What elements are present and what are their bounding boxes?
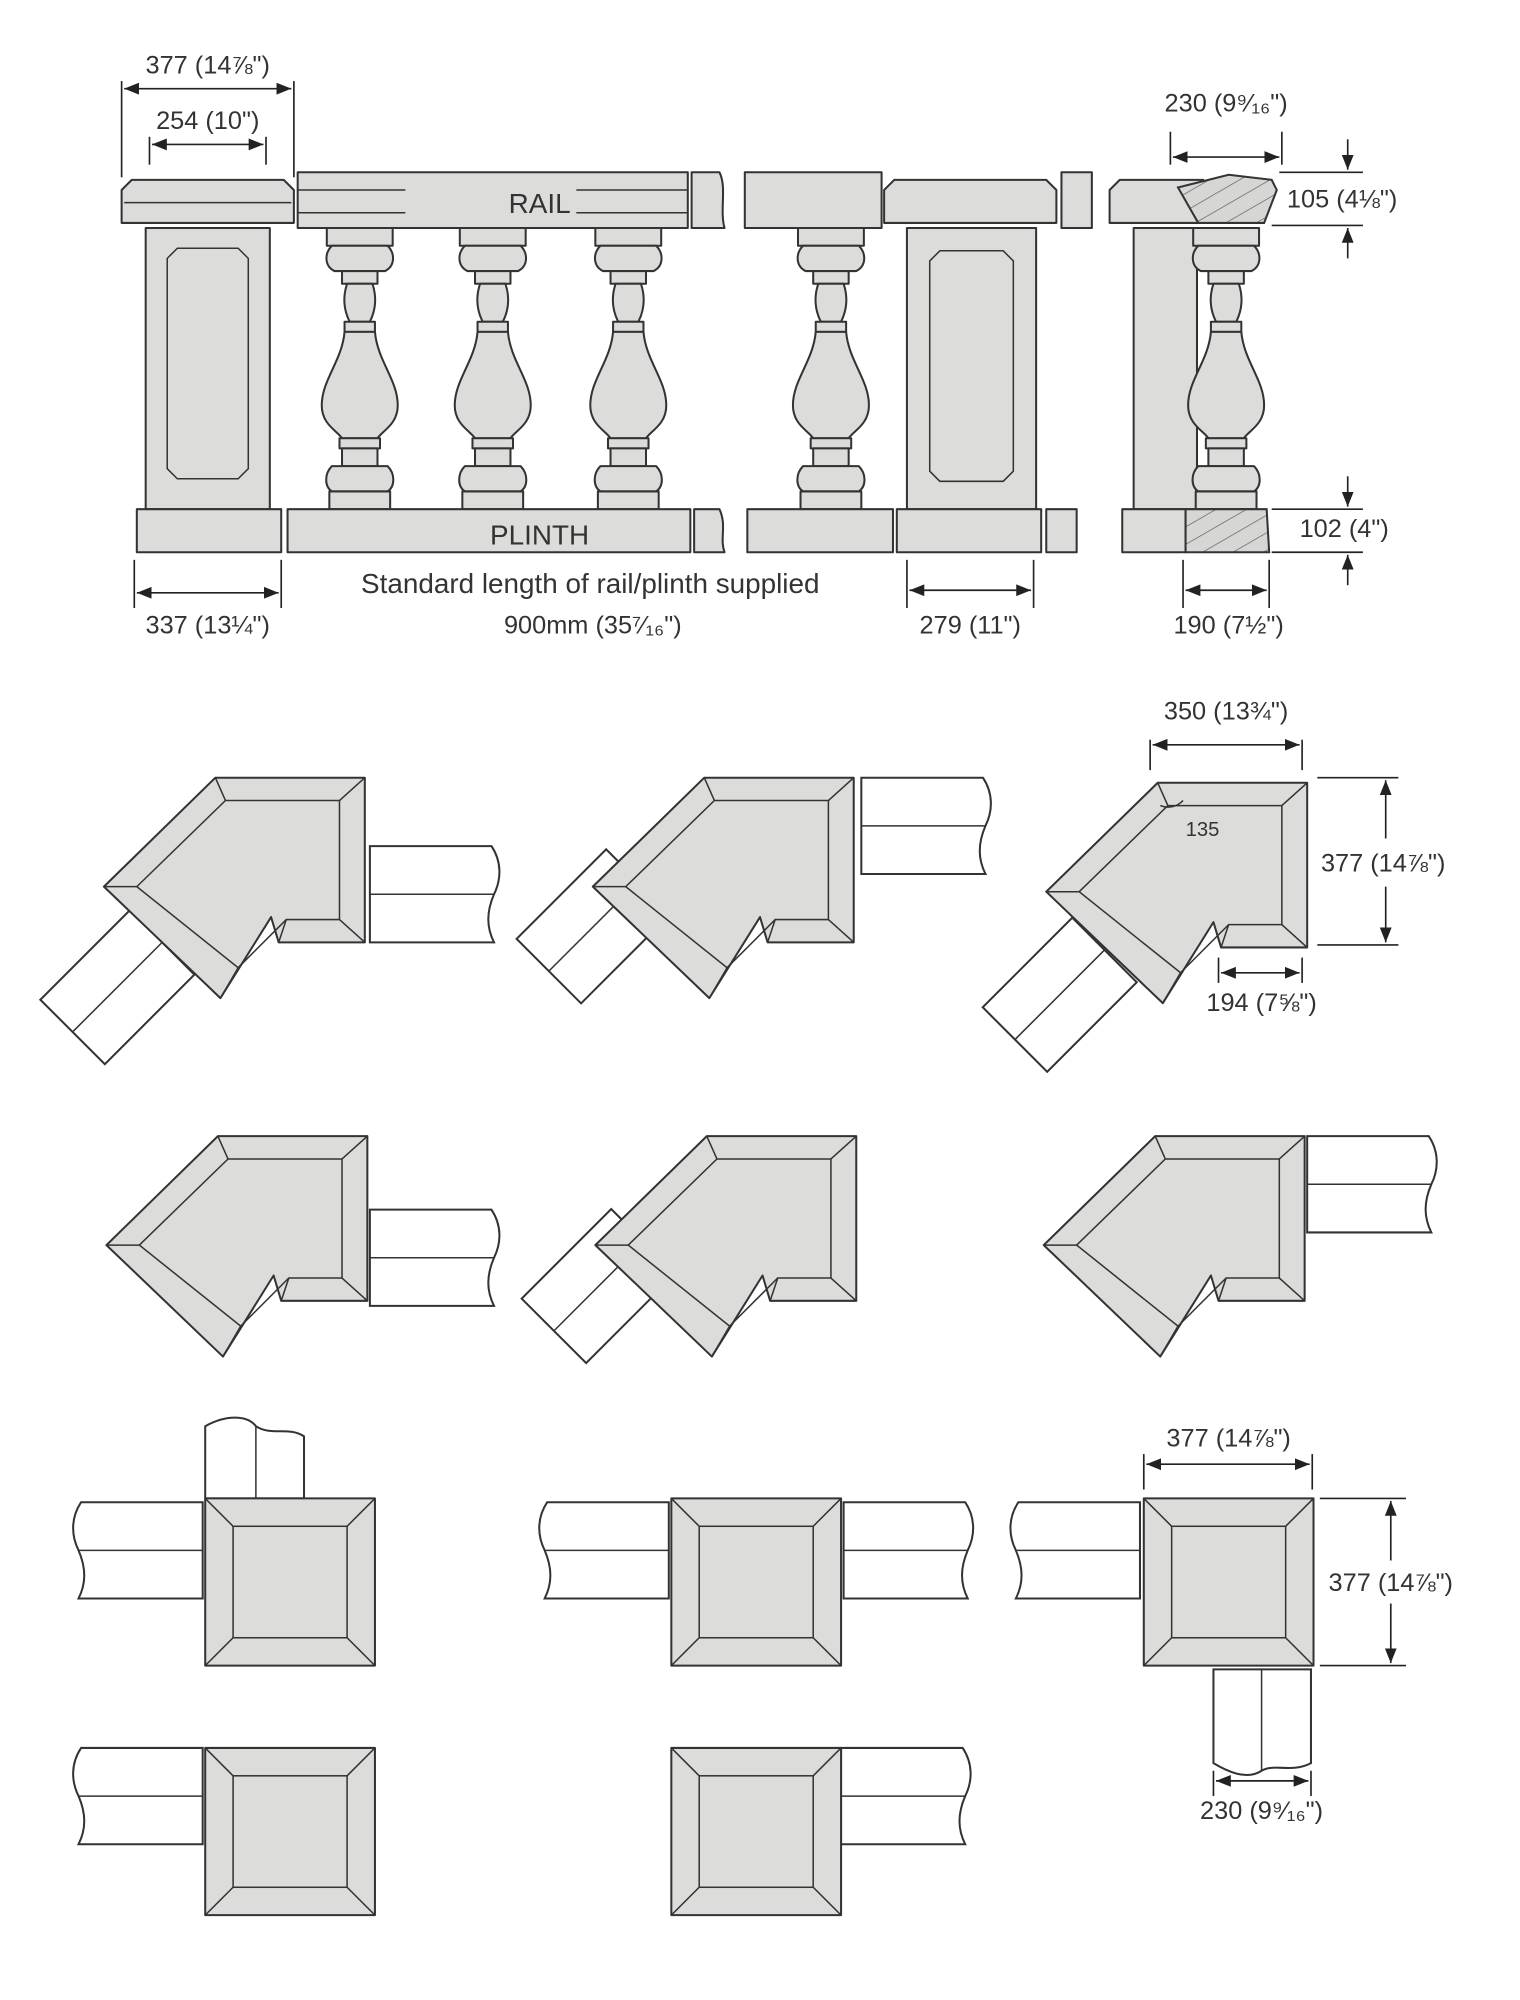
dim-post-body-width: 254 (10") <box>156 107 259 135</box>
dim-angled-return: 194 (7⅝") <box>1206 989 1316 1017</box>
dim-angled-height: 377 (14⅞") <box>1321 849 1445 877</box>
angled-cap-6 <box>1042 1135 1438 1358</box>
dim-square-height: 377 (14⅞") <box>1329 1569 1453 1597</box>
square-cap-3: 377 (14⅞") 377 (14⅞") 230 (9⁹⁄₁₆") <box>1009 1424 1453 1825</box>
baluster <box>589 226 668 511</box>
dim-plinth-width: 190 (7½") <box>1173 611 1283 639</box>
dim-post-cap-width: 377 (14⅞") <box>146 51 270 79</box>
baluster <box>791 226 870 511</box>
balusters <box>320 226 870 511</box>
square-cap-4 <box>72 1746 376 1917</box>
elevation-view: RAIL PLINTH 377 (14⅞") 254 (10") <box>120 51 1397 639</box>
plinth-label: PLINTH <box>490 520 589 551</box>
angled-cap-1 <box>38 776 501 1066</box>
angled-cap-2 <box>515 776 992 1005</box>
angle-label: 135 <box>1186 819 1220 841</box>
angled-cap-5 <box>520 1135 858 1365</box>
dim-post-base-width: 337 (13¼") <box>146 611 270 639</box>
dim-square-rail-width: 230 (9⁹⁄₁₆") <box>1200 1797 1323 1825</box>
left-post <box>120 178 295 554</box>
dim-rail-height: 105 (4⅛") <box>1287 186 1397 214</box>
square-cap-2 <box>538 1497 975 1667</box>
baluster <box>453 226 532 511</box>
plinth: PLINTH <box>286 508 895 554</box>
square-cap-1 <box>72 1416 376 1667</box>
angled-cap-4 <box>105 1135 501 1358</box>
baluster <box>320 226 399 511</box>
right-post <box>883 178 1078 554</box>
square-caps: 377 (14⅞") 377 (14⅞") 230 (9⁹⁄₁₆") <box>72 1416 1453 1917</box>
dim-square-width: 377 (14⅞") <box>1166 1424 1290 1452</box>
dim-end-post-width: 279 (11") <box>920 611 1021 639</box>
angled-cap-3: 350 (13¾") 135 377 (14⅞") 194 (7⅝") <box>981 697 1445 1074</box>
dim-plinth-height: 102 (4") <box>1300 515 1389 543</box>
square-cap-5 <box>670 1746 972 1917</box>
standard-length-caption: Standard length of rail/plinth supplied <box>361 568 819 599</box>
elevation-dimensions: 377 (14⅞") 254 (10") 337 (13¼") Standard… <box>120 51 1397 639</box>
dim-angled-width: 350 (13¾") <box>1164 697 1288 725</box>
standard-length-value: 900mm (35⁷⁄₁₆") <box>504 611 682 639</box>
side-section <box>1108 173 1278 554</box>
dim-rail-width: 230 (9⁹⁄₁₆") <box>1165 89 1288 117</box>
rail-label: RAIL <box>509 188 571 219</box>
angled-caps: 350 (13¾") 135 377 (14⅞") 194 (7⅝") <box>38 697 1445 1365</box>
